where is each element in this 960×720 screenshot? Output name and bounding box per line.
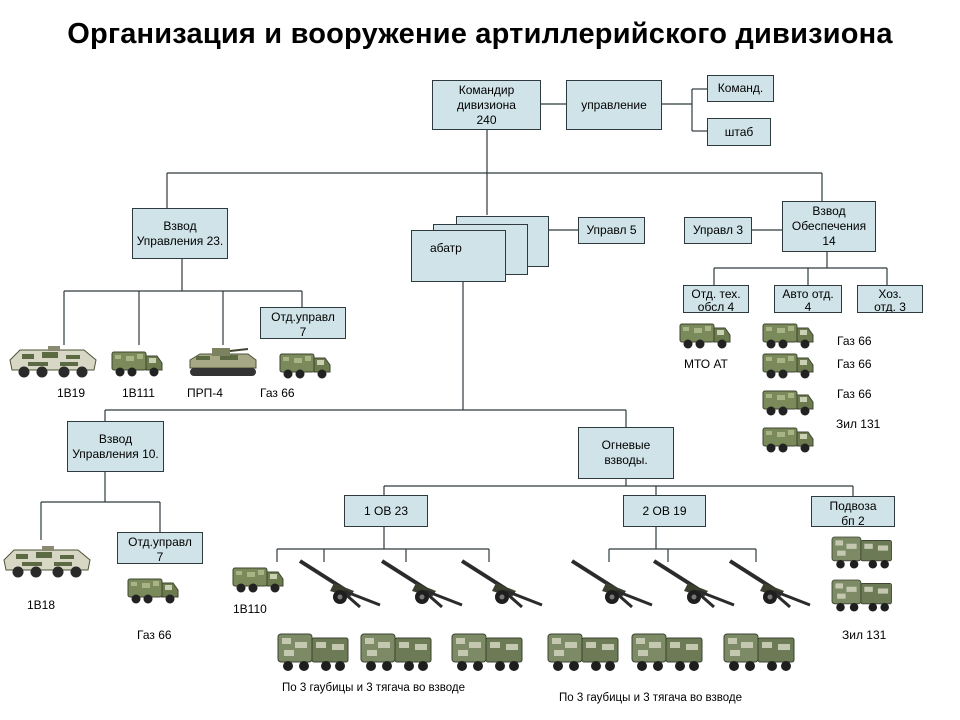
otd-upravl-7-box-top: Отд.управл 7 — [260, 307, 346, 339]
otd-upravl-7-box-bottom: Отд.управл 7 — [117, 532, 203, 564]
label-mto-at: МТО АТ — [684, 357, 728, 371]
hoz-otd-box: Хоз. отд. 3 — [857, 285, 923, 313]
note-howitzers-2: По 3 гаубицы и 3 тягача во взводе — [559, 692, 743, 704]
upravl-5-box: Управл 5 — [578, 217, 645, 244]
label-gaz66-r2: Газ 66 — [837, 357, 872, 371]
label-prp4: ПРП-4 — [187, 386, 223, 400]
upravlenie-box: управление — [566, 80, 662, 130]
label-gaz66-r1: Газ 66 — [837, 334, 872, 348]
podvoza-box: Подвоза бп 2 — [811, 496, 895, 527]
page-title: Организация и вооружение артиллерийского… — [67, 18, 893, 50]
label-gaz66-b: Газ 66 — [137, 628, 172, 642]
komand-box: Команд. — [707, 75, 774, 102]
label-1v111: 1В111 — [122, 386, 155, 400]
vzvod-upravleniya-23-box: Взвод Управления 23. — [132, 208, 228, 259]
ognevye-vzvody-box: Огневые взводы. — [578, 427, 674, 479]
label-zil131-r: Зил 131 — [836, 417, 881, 431]
label-1v110: 1В110 — [233, 602, 267, 616]
ov1-box: 1 ОВ 23 — [344, 495, 428, 527]
label-1v19: 1В19 — [57, 386, 86, 400]
upravl-3-box: Управл 3 — [684, 217, 752, 244]
label-1v18: 1В18 — [27, 598, 56, 612]
shtab-box: штаб — [707, 118, 771, 146]
label-zil131-b: Зил 131 — [842, 628, 887, 642]
label-gaz66-r3: Газ 66 — [837, 387, 872, 401]
vzvod-upravleniya-10-box: Взвод Управления 10. — [67, 421, 164, 472]
abatr-box: абатр — [411, 230, 506, 282]
vzvod-obespecheniya-box: Взвод Обеспечения 14 — [782, 201, 876, 252]
note-howitzers-1: По 3 гаубицы и 3 тягача во взводе — [282, 682, 466, 694]
label-gaz66-a: Газ 66 — [260, 386, 295, 400]
commander-box: Командир дивизиона 240 — [432, 80, 541, 130]
avto-otd-box: Авто отд. 4 — [774, 285, 842, 313]
otd-teh-obsl-box: Отд. тех. обсл 4 — [683, 285, 749, 313]
ov2-box: 2 ОВ 19 — [623, 495, 706, 527]
